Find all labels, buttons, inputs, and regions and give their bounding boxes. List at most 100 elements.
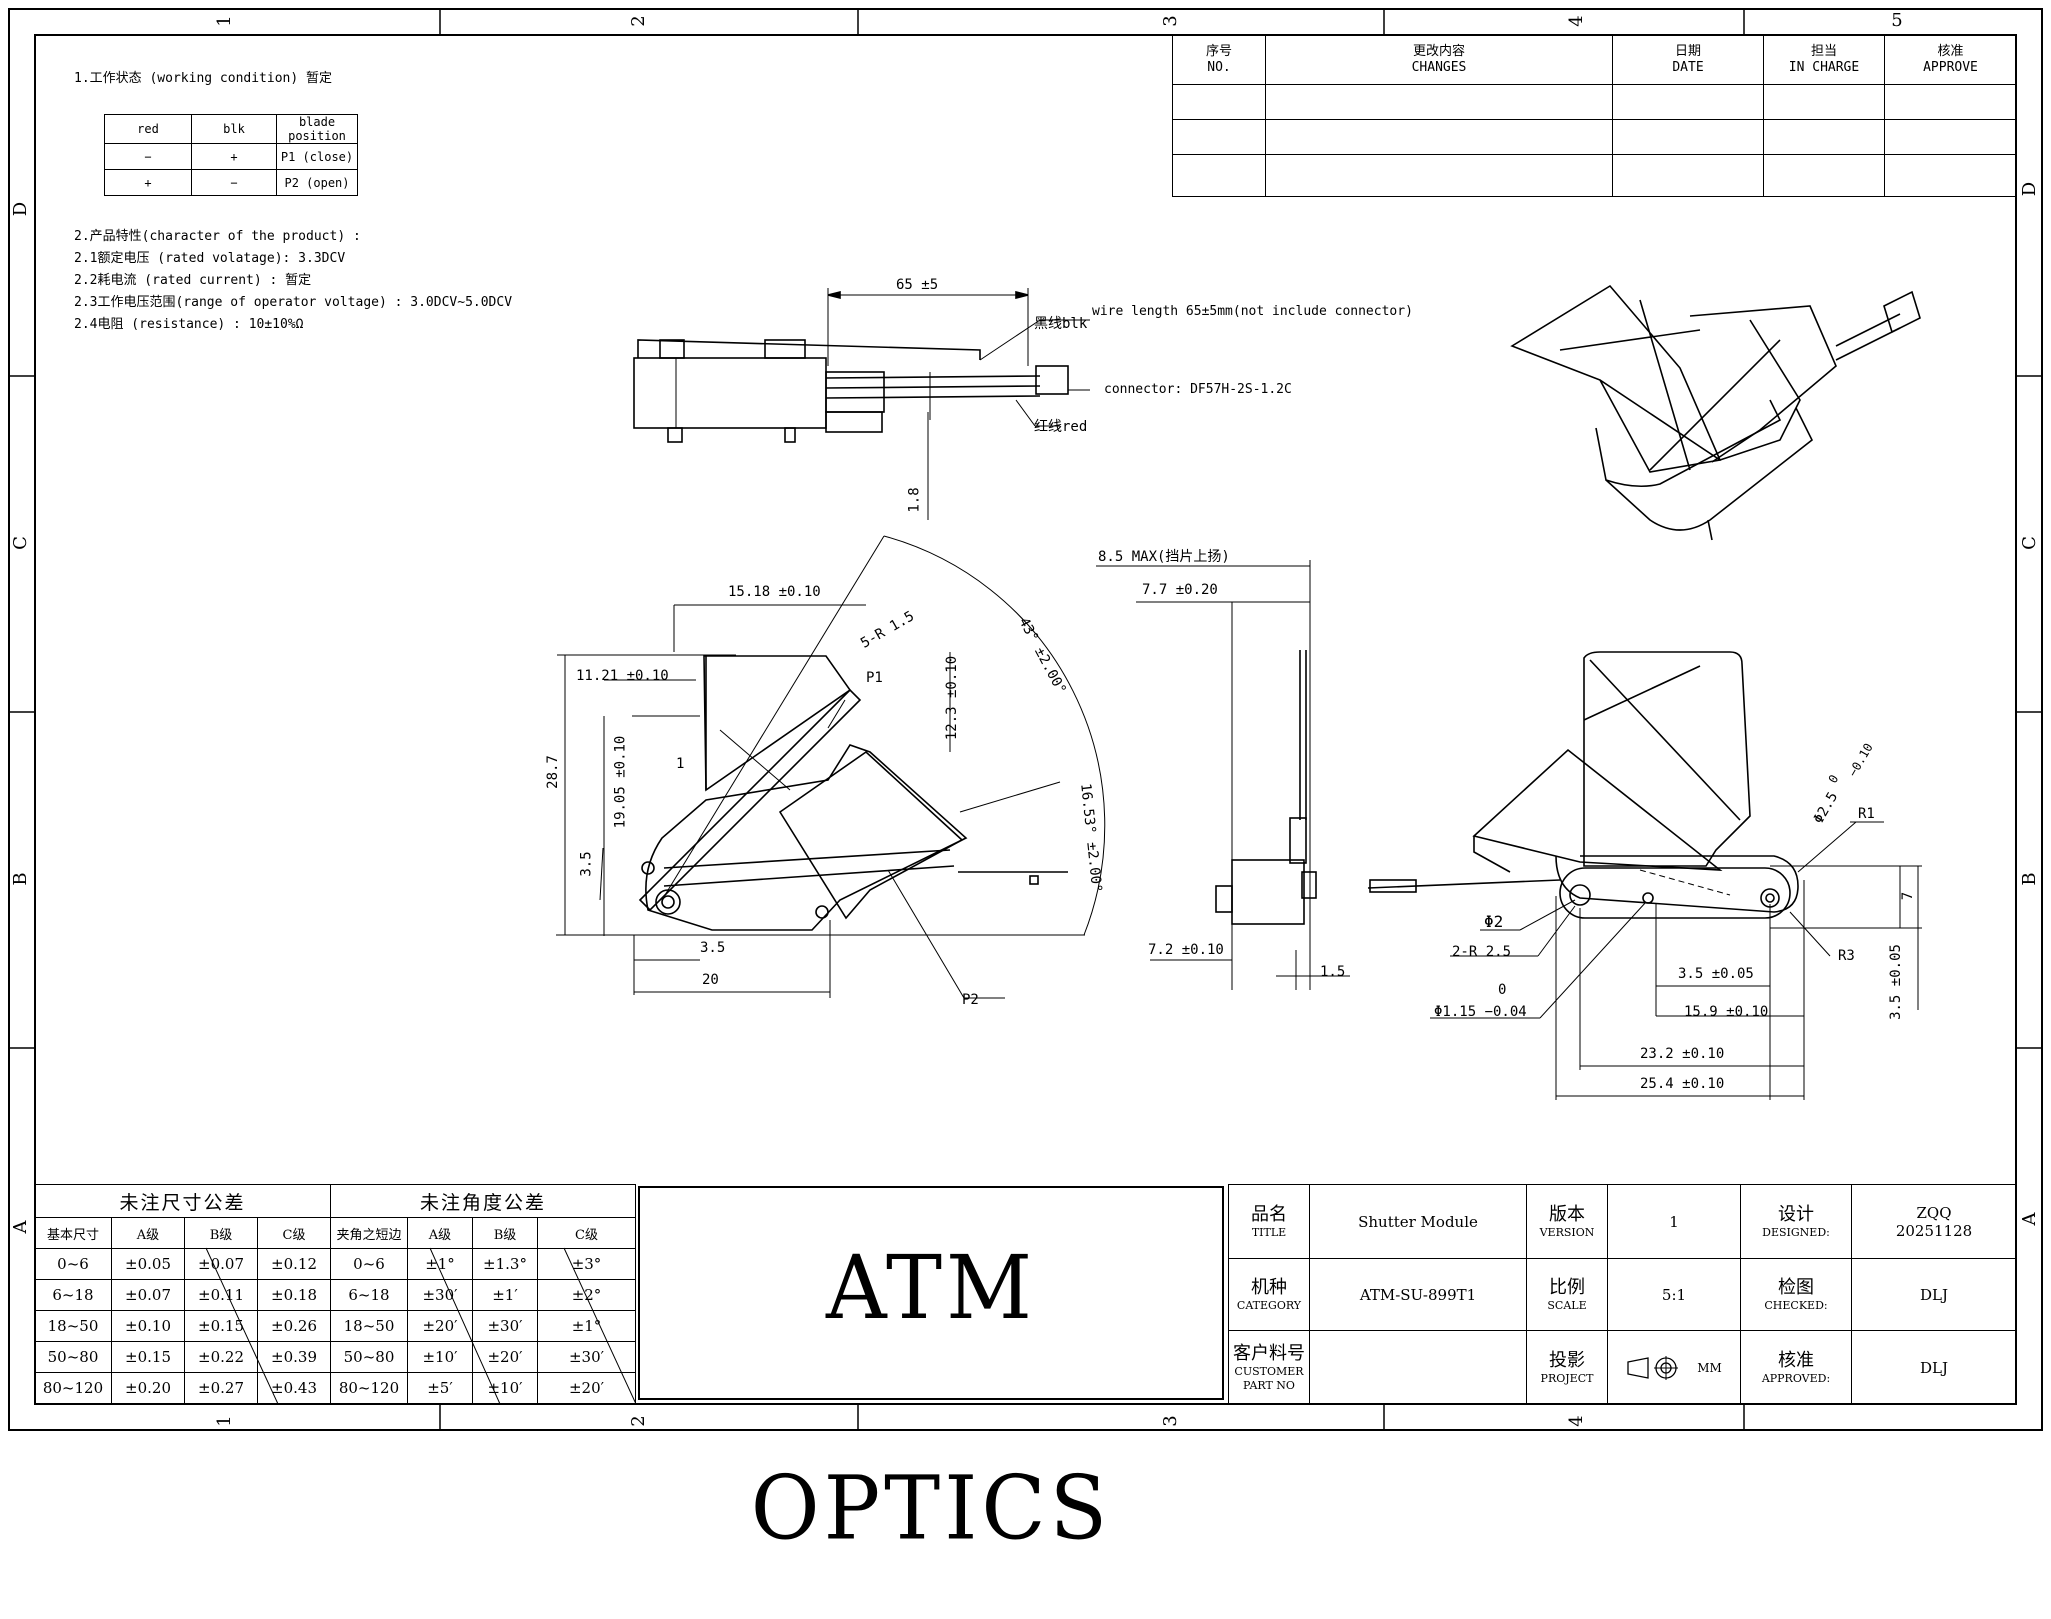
title-value: Shutter Module xyxy=(1309,1184,1527,1259)
dim-bottom-20: 20 xyxy=(702,972,719,988)
unit-label: MM xyxy=(1697,1361,1722,1375)
condition-header: red xyxy=(104,114,192,144)
zone-col-label: 5 xyxy=(1891,10,1903,31)
zone-ticks xyxy=(8,8,2043,1431)
characteristic-line: 2.4电阻 (resistance) : 10±10%Ω xyxy=(74,317,304,332)
dim-35-horizontal: 3.5 ±0.05 xyxy=(1678,966,1754,982)
tolerance-cell: ±0.22 xyxy=(184,1341,258,1373)
tolerance-header: B级 xyxy=(472,1217,538,1249)
tolerance-cell: 6~18 xyxy=(330,1279,408,1311)
tolerance-cell: ±20′ xyxy=(472,1341,538,1373)
characteristic-line: 2.1额定电压 (rated volatage): 3.3DCV xyxy=(74,251,346,266)
condition-cell: − xyxy=(191,169,277,196)
label-p2: P2 xyxy=(962,992,979,1008)
tolerance-cell: 0~6 xyxy=(330,1248,408,1280)
customer-value xyxy=(1309,1330,1527,1405)
condition-cell: P2 (open) xyxy=(276,169,358,196)
scale-value: 5:1 xyxy=(1607,1258,1741,1331)
tolerance-header: B级 xyxy=(184,1217,258,1249)
tolerance-cell: 80~120 xyxy=(34,1372,112,1404)
projection-symbol-icon xyxy=(1627,1355,1679,1380)
tolerance-cell: ±0.20 xyxy=(111,1372,185,1404)
tolerance-cell: ±0.18 xyxy=(257,1279,331,1311)
condition-header: blade position xyxy=(276,114,358,144)
connector-note: connector: DF57H-2S-1.2C xyxy=(1104,382,1292,397)
tolerance-tables: 未注尺寸公差 未注角度公差 基本尺寸 A级 B级 C级 夹角之短边 A级 B级 … xyxy=(34,1184,636,1404)
dim-wire-length: 65 ±5 xyxy=(896,277,939,293)
dim-width-1518: 15.18 ±0.10 xyxy=(728,584,821,600)
characteristic-line: 2.2耗电流 (rated current) : 暂定 xyxy=(74,273,312,288)
tolerance-cell: ±0.39 xyxy=(257,1341,331,1373)
tolerance-cell: ±2° xyxy=(537,1279,636,1311)
dim-zero: 0 xyxy=(1498,982,1507,998)
dim-phi2: Φ2 xyxy=(1484,912,1504,931)
side-view xyxy=(633,288,1090,520)
technical-drawing xyxy=(556,284,1922,1100)
label-black-wire: 黑线blk xyxy=(1034,316,1088,332)
dim-max-85: 8.5 MAX(挡片上扬) xyxy=(1098,549,1230,565)
tolerance-cell: ±0.07 xyxy=(184,1248,258,1280)
dim-width-1121: 11.21 ±0.10 xyxy=(576,668,669,684)
dim-thickness-15: 1.5 xyxy=(1320,964,1346,980)
characteristic-line: 2.产品特性(character of the product) : xyxy=(74,229,361,244)
tolerance-cell: ±20′ xyxy=(407,1310,473,1342)
tolerance-cell: 18~50 xyxy=(330,1310,408,1342)
wire-length-note: wire length 65±5mm(not include connector… xyxy=(1092,304,1413,319)
approved-value: DLJ xyxy=(1851,1330,2017,1405)
tolerance-cell: ±1.3° xyxy=(472,1248,538,1280)
condition-table: red blk blade position − + P1 (close) + … xyxy=(104,114,358,196)
company-box: ATM OPTICS xyxy=(638,1186,1224,1560)
tolerance-cell: ±1° xyxy=(537,1310,636,1342)
checked-value: DLJ xyxy=(1851,1258,2017,1331)
tolerance-cell: ±3° xyxy=(537,1248,636,1280)
label-r3: R3 xyxy=(1838,948,1855,964)
tolerance-cell: ±10′ xyxy=(472,1372,538,1404)
working-condition-title: 1.工作状态 (working condition) 暂定 xyxy=(74,71,333,86)
label-p1: P1 xyxy=(866,670,883,686)
tolerance-cell: 50~80 xyxy=(330,1341,408,1373)
tolerance-header: 夹角之短边 xyxy=(330,1217,408,1249)
tolerance-cell: 18~50 xyxy=(34,1310,112,1342)
drawing-frame-inner xyxy=(34,34,2017,1405)
tolerance-header: C级 xyxy=(537,1217,636,1249)
dim-159: 15.9 ±0.10 xyxy=(1684,1004,1769,1020)
tolerance-header: 基本尺寸 xyxy=(34,1217,112,1249)
edge-view xyxy=(1096,560,1350,990)
dim-width-77: 7.7 ±0.20 xyxy=(1142,582,1218,598)
tolerance-cell: ±0.15 xyxy=(111,1341,185,1373)
tolerance-header: A级 xyxy=(111,1217,185,1249)
tolerance-cell: 80~120 xyxy=(330,1372,408,1404)
tolerance-cell: ±0.10 xyxy=(111,1310,185,1342)
dim-2r25: 2-R 2.5 xyxy=(1452,944,1512,960)
tolerance-diagonals xyxy=(205,1247,637,1405)
dim-232: 23.2 ±0.10 xyxy=(1640,1046,1725,1062)
label-red-wire: 红线red xyxy=(1034,419,1088,435)
condition-cell: + xyxy=(191,143,277,170)
iso-view xyxy=(1510,284,1921,541)
company-name: ATM OPTICS xyxy=(750,1236,1112,1560)
condition-cell: + xyxy=(104,169,192,196)
tolerance-cell: ±0.05 xyxy=(111,1248,185,1280)
characteristic-line: 2.3工作电压范围(range of operator voltage) : 3… xyxy=(74,295,513,310)
label-one: 1 xyxy=(676,756,685,772)
tolerance-cell: ±0.43 xyxy=(257,1372,331,1404)
dim-phi115: Φ1.15 −0.04 xyxy=(1434,1004,1527,1020)
characteristics-list: 2.产品特性(character of the product) : 2.1额定… xyxy=(74,226,512,336)
condition-header: blk xyxy=(191,114,277,144)
drawing-frame-outer xyxy=(8,8,2043,1431)
